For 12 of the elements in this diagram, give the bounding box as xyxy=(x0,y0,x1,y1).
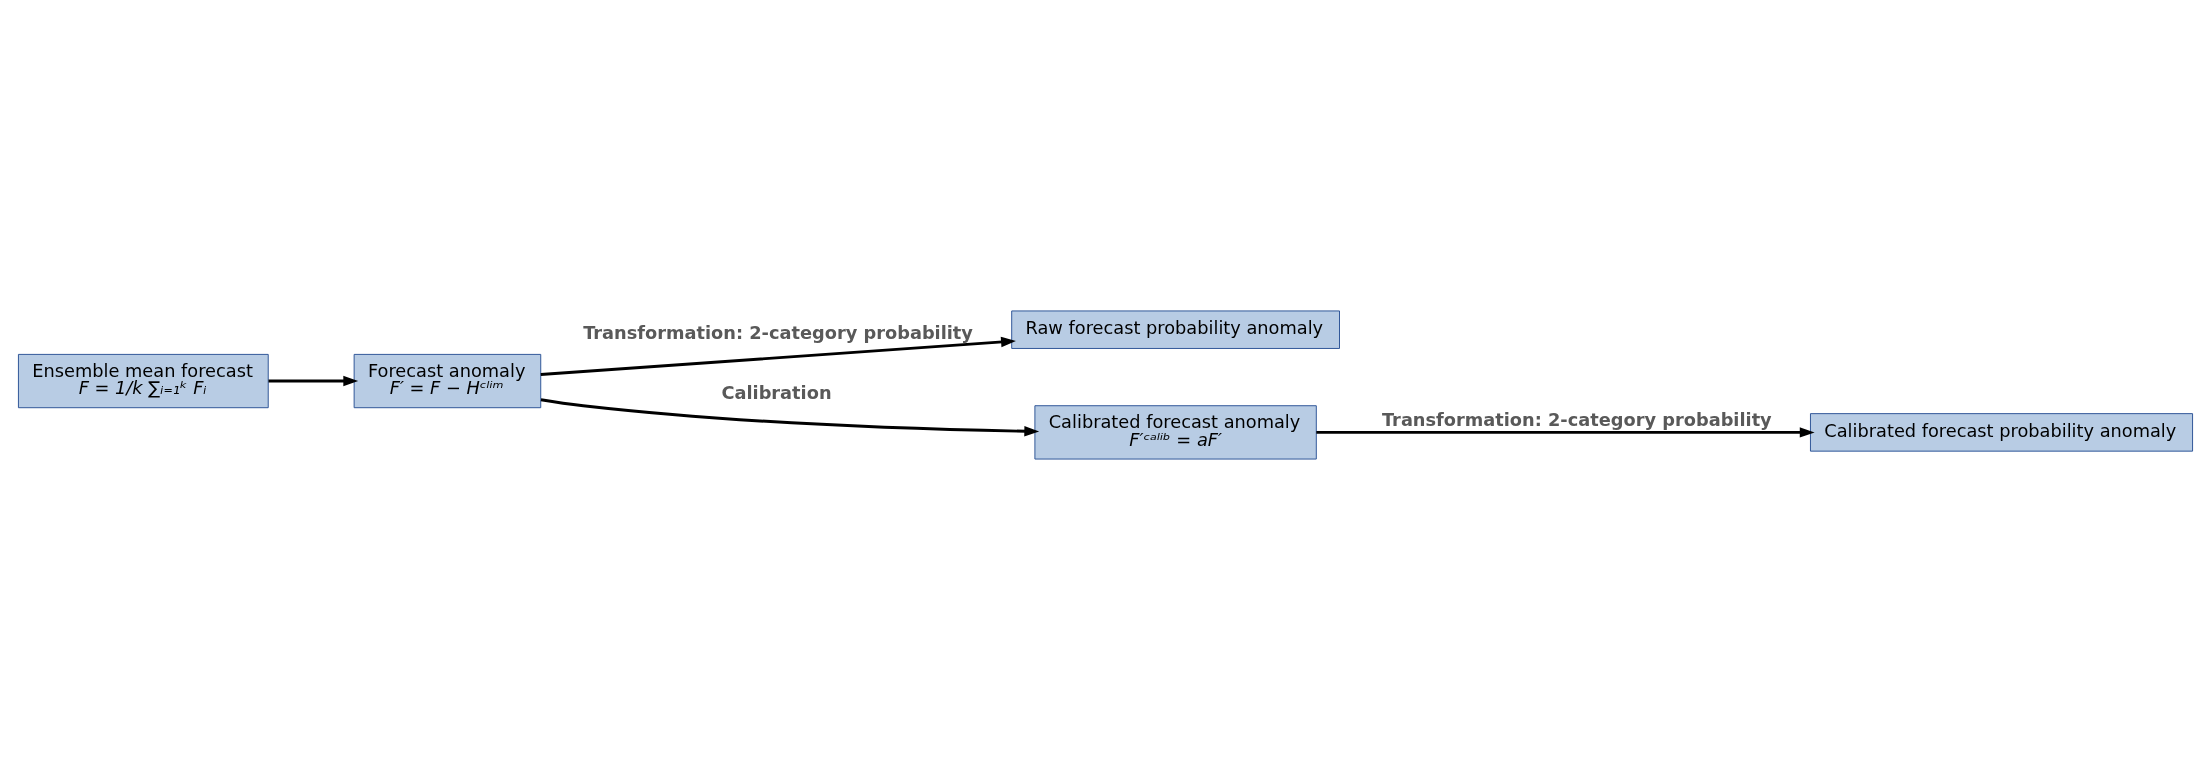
arrow xyxy=(268,375,359,387)
node-box: Forecast anomaly F′ = F − Hᶜˡⁱᵐ xyxy=(353,353,542,409)
edge-label: Transformation: 2-category probability xyxy=(583,322,973,343)
arrow xyxy=(540,336,1016,376)
edge-label: Calibration xyxy=(721,383,832,404)
arrow xyxy=(1316,427,1815,438)
node-box: Calibrated forecast probability anomaly xyxy=(1809,413,2194,452)
edge-label: Transformation: 2-category probability xyxy=(1381,409,1772,430)
arrow xyxy=(540,398,1040,437)
node-box: Ensemble mean forecast F = 1/k ∑ᵢ₌₁ᵏ Fᵢ xyxy=(17,353,269,409)
node-box: Raw forecast probability anomaly xyxy=(1011,310,1340,349)
node-box: Calibrated forecast anomaly F′ᶜᵃˡⁱᵇ = aF′ xyxy=(1034,405,1317,460)
